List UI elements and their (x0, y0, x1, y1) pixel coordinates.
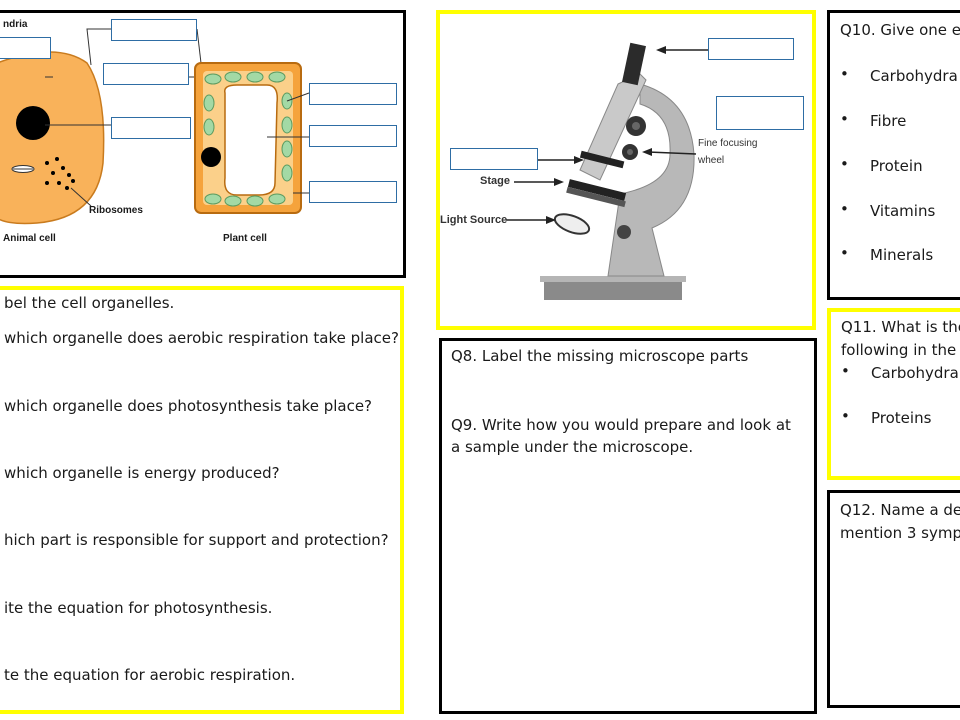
q12-line1: Q12. Name a de (840, 501, 960, 519)
q10-item-5: Minerals (870, 246, 934, 264)
microscope-stage (567, 179, 627, 201)
microscope-diagram (506, 42, 708, 300)
microscope-base (544, 280, 682, 300)
q10-item-2: Fibre (870, 112, 907, 130)
question-support: hich part is responsible for support and… (4, 531, 389, 549)
fine-focus-label-1: Fine focusing (698, 138, 758, 149)
q8-text: Q8. Label the missing microscope parts (451, 347, 749, 365)
q10-bullet-2: • (840, 110, 849, 128)
question-photosynthesis: which organelle does photosynthesis take… (4, 397, 373, 415)
q12-line2: mention 3 symp (840, 524, 960, 542)
q11-item-1: Carbohydra (871, 364, 959, 382)
label-box-plant-1[interactable] (309, 83, 397, 105)
q10-bullet-1: • (840, 65, 849, 83)
label-box-animal-1[interactable] (0, 37, 51, 59)
plant-vacuole (224, 84, 279, 196)
q12-panel: Q12. Name a de mention 3 symp (827, 490, 960, 708)
q11-line2: following in the (841, 341, 957, 359)
fine-focus-label-2: wheel (698, 155, 725, 166)
microscope-panel: Stage Light Source Fine focusing wheel (436, 10, 816, 330)
q10-title: Q10. Give one e (840, 21, 960, 39)
label-box-plant-2[interactable] (309, 125, 397, 147)
label-box-animal-2[interactable] (103, 63, 189, 85)
q10-panel: Q10. Give one e • Carbohydra • Fibre • P… (827, 10, 960, 300)
cell-diagram-panel: ndria Ribosomes Animal cell Plant cell (0, 10, 406, 278)
label-box-nucleus[interactable] (111, 117, 191, 139)
q10-bullet-3: • (840, 155, 849, 173)
q11-bullet-1: • (841, 362, 850, 380)
question-aerobic: which organelle does aerobic respiration… (4, 329, 399, 347)
questions-left-panel: bel the cell organelles. which organelle… (0, 286, 404, 714)
plant-cell-label: Plant cell (223, 233, 267, 244)
q10-bullet-4: • (840, 200, 849, 218)
light-source-label: Light Source (440, 214, 508, 226)
animal-cell-body (0, 51, 105, 225)
label-box-arm[interactable] (450, 148, 538, 170)
q11-panel: Q11. What is the following in the • Carb… (827, 308, 960, 480)
q9-text-line1: Q9. Write how you would prepare and look… (451, 416, 791, 434)
ribosome-dots (45, 157, 75, 190)
q10-item-3: Protein (870, 157, 923, 175)
chloroplasts (203, 71, 293, 207)
q11-line1: Q11. What is the (841, 318, 960, 336)
label-box-top[interactable] (111, 19, 197, 41)
microscope-eyepiece (622, 42, 646, 86)
question-resp-equation: te the equation for aerobic respiration. (4, 666, 296, 684)
cell-diagram (0, 28, 310, 225)
question-label-organelles: bel the cell organelles. (4, 294, 175, 312)
q8-q9-panel: Q8. Label the missing microscope parts Q… (439, 338, 817, 714)
stage-label: Stage (480, 175, 510, 187)
label-box-objective[interactable] (716, 96, 804, 130)
q11-item-2: Proteins (871, 409, 932, 427)
label-box-plant-3[interactable] (309, 181, 397, 203)
q10-bullet-5: • (840, 244, 849, 262)
microscope-mirror (553, 213, 591, 235)
animal-cell-label: Animal cell (3, 233, 56, 244)
question-photo-equation: ite the equation for photosynthesis. (4, 599, 273, 617)
label-box-eyepiece[interactable] (708, 38, 794, 60)
q11-bullet-2: • (841, 407, 850, 425)
mitochondria-label: ndria (3, 19, 28, 30)
ribosomes-label: Ribosomes (89, 205, 143, 216)
question-energy: which organelle is energy produced? (4, 464, 280, 482)
q9-text-line2: a sample under the microscope. (451, 438, 694, 456)
animal-nucleus (16, 106, 50, 140)
q10-item-4: Vitamins (870, 202, 936, 220)
plant-nucleus (201, 147, 221, 167)
q10-item-1: Carbohydra (870, 67, 958, 85)
